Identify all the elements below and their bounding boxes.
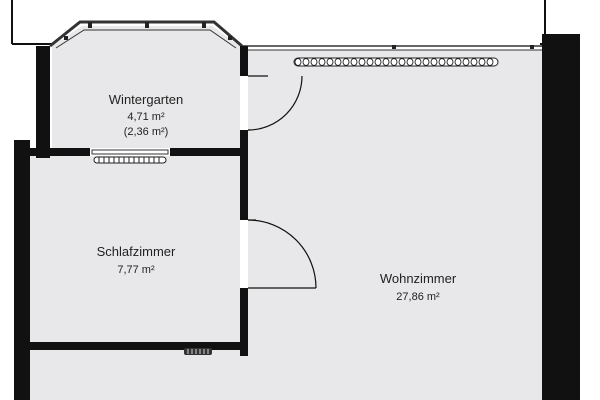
wall-outer-right: [542, 34, 580, 400]
wall-wintergarten-left: [36, 46, 50, 158]
room-area: 7,77 m²: [117, 264, 155, 276]
wall-interior-upper: [240, 46, 248, 76]
floor-areas: [30, 26, 542, 400]
wall-wintergarten-bottom-right: [170, 148, 248, 156]
window-markers: [64, 22, 534, 49]
room-area: 4,71 m²: [127, 111, 165, 123]
door-swing: [247, 219, 317, 289]
wintergarten-floor: [52, 26, 240, 148]
wall-wintergarten-bottom-left: [30, 148, 90, 156]
wall-interior-lower: [240, 288, 248, 356]
wohnzimmer-floor: [248, 50, 542, 400]
room-label-wintergarten: Wintergarten 4,71 m² (2,36 m²): [109, 92, 183, 138]
radiator-icon: [184, 348, 212, 355]
radiator-icon: [91, 149, 169, 164]
room-label-wohnzimmer: Wohnzimmer 27,86 m²: [380, 271, 457, 303]
room-name: Schlafzimmer: [97, 244, 176, 259]
room-secondary-area: (2,36 m²): [124, 126, 169, 138]
door-swing: [247, 75, 303, 131]
wall-schlafzimmer-bottom: [30, 342, 248, 350]
wall-interior-mid: [240, 130, 248, 220]
room-area: 27,86 m²: [396, 291, 440, 303]
room-name: Wohnzimmer: [380, 271, 457, 286]
schlafzimmer-floor: [30, 156, 240, 342]
wall-outer-left: [14, 140, 30, 400]
room-label-schlafzimmer: Schlafzimmer 7,77 m²: [97, 244, 176, 276]
hall-floor: [30, 350, 248, 400]
radiator-icon: [293, 57, 499, 67]
walls: [14, 34, 580, 400]
room-name: Wintergarten: [109, 92, 183, 107]
